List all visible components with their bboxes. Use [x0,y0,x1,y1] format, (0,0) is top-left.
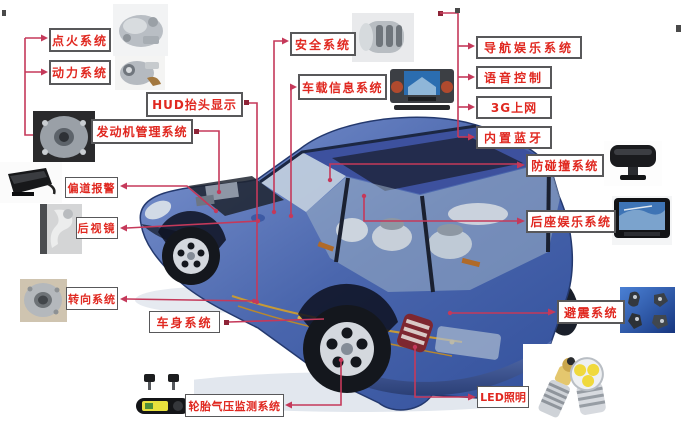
engine-block-photo [33,111,95,162]
connector-lane-warning [120,182,219,214]
label-ignition-system: 点火系统 [49,28,111,52]
suspension-parts-photo [620,287,675,333]
connector-tpms [285,357,344,409]
label-engine-management-system: 发动机管理系统 [91,119,193,144]
connector-rear-seat [361,193,525,225]
label-tire-pressure-monitoring: 轮胎气压监测系统 [185,394,284,417]
label-navigation-entertainment: 导航娱乐系统 [476,36,582,59]
label-safety-system: 安全系统 [290,32,356,56]
connector-infotainment [288,83,297,219]
edge-mark [676,25,681,32]
label-power-system: 动力系统 [49,60,111,85]
connector-headunit-feature-group [438,11,475,141]
collision-sensor-photo [604,141,662,186]
ignition-component-photo [113,4,168,56]
label-anti-collision-system: 防碰撞系统 [526,154,604,177]
front-wheel [162,227,220,285]
powertrain-component-photo [115,56,165,90]
label-led-lighting: LED照明 [477,386,529,408]
label-voice-control: 语音控制 [476,66,552,89]
edge-mark [2,10,6,16]
car-cutaway-illustration [135,116,579,412]
lane-warning-device-photo [0,162,62,203]
connector-body-system [224,318,325,325]
label-lane-departure-warning: 偏道报警 [65,177,118,198]
label-body-system: 车身系统 [149,311,220,333]
edge-mark [455,8,460,13]
label-rearview-mirror: 后视镜 [76,217,118,239]
led-bulbs-photo [523,344,613,428]
headunit-photo [388,67,456,112]
connector-collision [327,161,525,183]
label-vehicle-information-system: 车载信息系统 [298,74,387,100]
connector-lines [24,11,556,409]
mirror-bracket-photo [40,204,82,254]
rear-seat-monitor-photo [612,196,672,245]
safety-component-photo [352,13,414,62]
label-3g-internet: 3G上网 [476,96,552,119]
connector-led [412,344,476,401]
label-rear-seat-entertainment: 后座娱乐系统 [526,210,616,233]
connector-safety [271,37,289,215]
tpms-device-photo [132,370,194,423]
taillight [397,313,433,353]
connector-hud [244,100,260,305]
label-steering-system: 转向系统 [66,287,118,310]
connector-suspension [447,308,556,316]
label-builtin-bluetooth: 内置蓝牙 [476,126,552,149]
label-hud-display: HUD抬头显示 [146,92,243,117]
connector-steering [120,295,257,304]
connector-engine-mgmt [194,129,222,195]
label-suspension-system: 避震系统 [557,300,625,324]
connector-ignition-power-group [24,34,48,136]
rear-wheel [303,305,391,393]
steering-component-photo [20,279,67,322]
